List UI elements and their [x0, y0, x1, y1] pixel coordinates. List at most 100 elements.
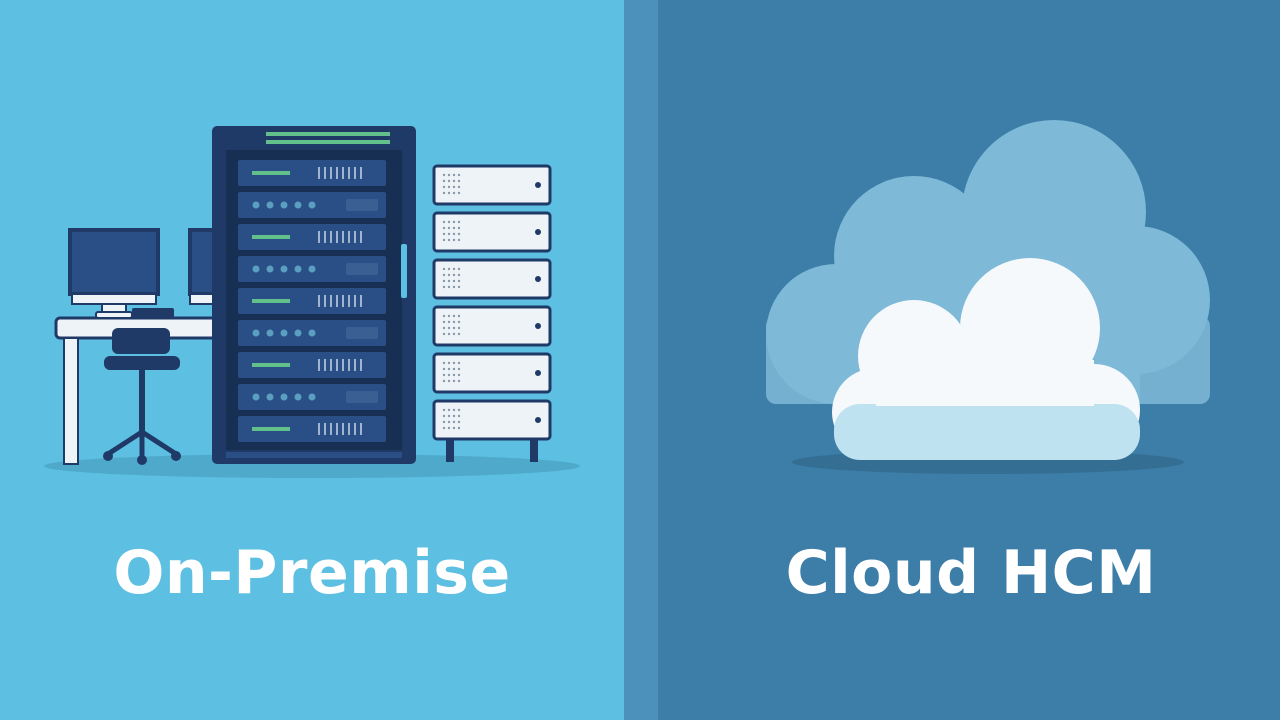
stack-vent-dot — [442, 185, 446, 189]
stack-vent-dot — [442, 285, 446, 289]
rack-unit — [238, 160, 386, 186]
stack-vent-dot — [452, 191, 456, 195]
rack-led — [280, 265, 288, 273]
stack-server — [432, 211, 552, 253]
stack-vent-dot — [447, 238, 451, 242]
stack-vent-dot — [452, 361, 456, 365]
stack-vent-dot — [457, 426, 461, 430]
stack-vent-dot — [447, 285, 451, 289]
rack-vent — [318, 167, 320, 179]
rack-vent — [360, 295, 362, 307]
rack-led — [294, 201, 302, 209]
stack-vent-dot — [447, 420, 451, 424]
stack-vent-dot — [452, 332, 456, 336]
stack-vent-dot — [452, 220, 456, 224]
stack-vent-dot — [452, 408, 456, 412]
rack-led — [308, 265, 316, 273]
rack-vent — [342, 167, 344, 179]
rack-vent — [360, 231, 362, 243]
stack-vent-dot — [442, 408, 446, 412]
rack-vent — [354, 167, 356, 179]
rack-vent — [360, 359, 362, 371]
rack-status-bar — [252, 171, 290, 175]
stack-power-led — [535, 370, 541, 376]
rack-led — [252, 393, 260, 401]
stack-server — [432, 352, 552, 394]
stack-vent-dot — [457, 408, 461, 412]
stack-vent-dot — [452, 373, 456, 377]
stack-vent-dot — [457, 332, 461, 336]
stack-vent-dot — [452, 267, 456, 271]
stack-vent-dot — [447, 408, 451, 412]
stack-vent-dot — [442, 326, 446, 330]
stack-vent-dot — [452, 314, 456, 318]
stack-vent-dot — [442, 179, 446, 183]
stack-vent-dot — [457, 220, 461, 224]
stack-vent-dot — [442, 232, 446, 236]
stack-vent-dot — [457, 420, 461, 424]
rack-vent — [348, 295, 350, 307]
rack-led — [280, 201, 288, 209]
stack-vent-dot — [452, 326, 456, 330]
rack-vent — [336, 423, 338, 435]
stack-server — [432, 258, 552, 300]
stack-vent-dot — [447, 373, 451, 377]
stack-power-led — [535, 417, 541, 423]
stack-vent-dot — [447, 179, 451, 183]
stack-vent-dot — [447, 267, 451, 271]
stack-vent-dot — [447, 279, 451, 283]
rack-led — [266, 265, 274, 273]
stack-vent-dot — [457, 326, 461, 330]
stack-vent-dot — [447, 320, 451, 324]
rack-vent — [354, 359, 356, 371]
rack-vent — [360, 167, 362, 179]
rack-panel — [346, 263, 378, 275]
stack-vent-dot — [457, 379, 461, 383]
rack-led — [294, 265, 302, 273]
rack-vent — [318, 295, 320, 307]
stack-vent-dot — [447, 220, 451, 224]
rack-led — [266, 201, 274, 209]
stack-vent-dot — [457, 361, 461, 365]
stack-vent-dot — [447, 426, 451, 430]
stack-vent-dot — [457, 373, 461, 377]
stack-power-led — [535, 229, 541, 235]
rack-led — [252, 265, 260, 273]
stack-vent-dot — [457, 279, 461, 283]
rack-status-bar — [252, 235, 290, 239]
rack-led — [308, 329, 316, 337]
rack-unit — [238, 288, 386, 314]
rack-led — [252, 329, 260, 337]
cloud-hcm-title: Cloud HCM — [785, 538, 1157, 608]
rack-status-bar — [252, 363, 290, 367]
stack-vent-dot — [442, 332, 446, 336]
rack-led — [294, 393, 302, 401]
rack-vent — [330, 423, 332, 435]
stack-power-led — [535, 276, 541, 282]
rack-led — [266, 393, 274, 401]
stack-vent-dot — [452, 173, 456, 177]
stack-vent-dot — [442, 320, 446, 324]
rack-vent — [318, 423, 320, 435]
stack-vent-dot — [442, 173, 446, 177]
stack-vent-dot — [452, 379, 456, 383]
stack-vent-dot — [452, 367, 456, 371]
stack-vent-dot — [452, 185, 456, 189]
rack-led — [280, 393, 288, 401]
rack-panel — [346, 391, 378, 403]
stack-vent-dot — [442, 267, 446, 271]
stack-vent-dot — [447, 361, 451, 365]
stack-vent-dot — [442, 367, 446, 371]
rack-led — [266, 329, 274, 337]
stack-vent-dot — [452, 426, 456, 430]
stack-vent-dot — [447, 273, 451, 277]
rack-vent — [324, 167, 326, 179]
rack-vent — [324, 359, 326, 371]
stack-vent-dot — [457, 179, 461, 183]
stack-vent-dot — [457, 226, 461, 230]
stack-vent-dot — [452, 320, 456, 324]
stack-server — [432, 305, 552, 347]
rack-status-bar — [252, 427, 290, 431]
